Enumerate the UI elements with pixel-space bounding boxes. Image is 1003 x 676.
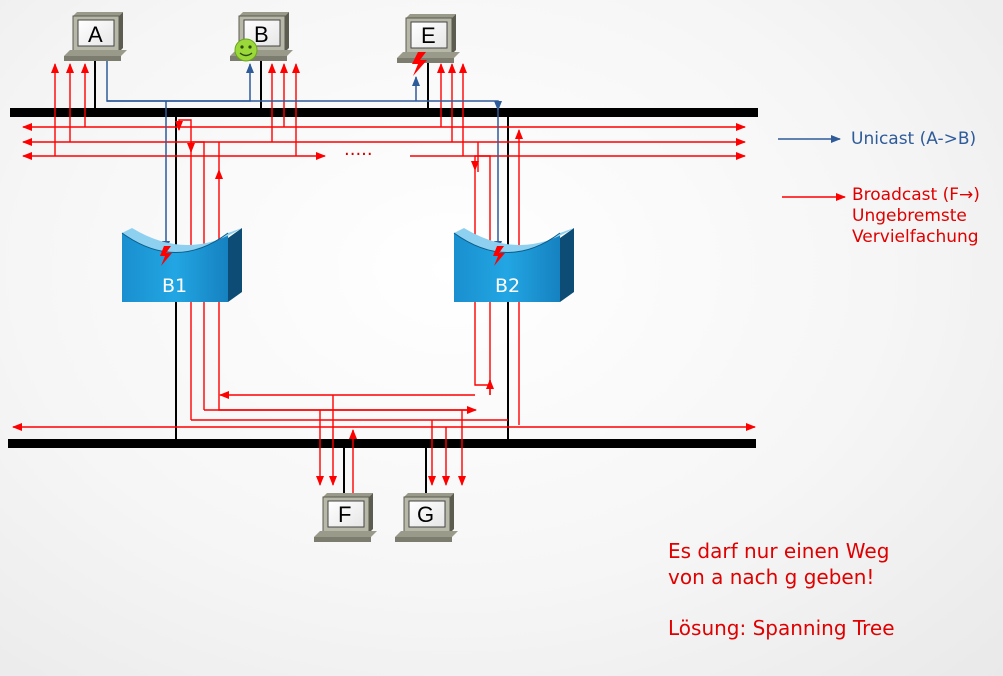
unicast-arrows	[106, 60, 502, 251]
lightning-icon	[412, 52, 427, 76]
computer-icon	[395, 493, 458, 542]
host-label-g: G	[417, 502, 434, 527]
host-a: A	[64, 12, 127, 61]
note-line-1: Es darf nur einen Weg	[668, 539, 890, 563]
bridge-label-b2: B2	[495, 275, 520, 297]
bridge-b1: B1	[121, 228, 242, 302]
ellipsis: ·····	[344, 144, 373, 165]
computer-icon	[314, 493, 377, 542]
smiley-icon	[234, 38, 258, 62]
host-label-e: E	[421, 23, 436, 48]
host-f: F	[314, 493, 377, 542]
lightning-icon	[493, 246, 505, 266]
legend-broadcast-line-3: Vervielfachung	[852, 227, 979, 247]
lightning-icon	[160, 246, 172, 266]
legend-unicast-label: Unicast (A->B)	[851, 129, 977, 149]
legend-broadcast: Broadcast (F→) Ungebremste Vervielfachun…	[852, 185, 980, 248]
note-solution: Lösung: Spanning Tree	[668, 616, 895, 640]
lower-bus	[8, 439, 756, 448]
legend-unicast: Unicast (A->B)	[851, 129, 976, 150]
host-e: E	[397, 14, 460, 76]
bridge-connections	[175, 115, 509, 442]
host-b: B	[230, 12, 293, 62]
legend-broadcast-label: Broadcast (F→)	[852, 185, 980, 205]
bridge-b2: B2	[453, 228, 574, 302]
host-label-a: A	[88, 22, 103, 47]
host-label-f: F	[338, 502, 351, 527]
legend-broadcast-line-2: Ungebremste	[852, 206, 967, 226]
broadcast-arrows	[12, 63, 756, 495]
upper-bus	[10, 108, 758, 117]
note-line-2: von a nach g geben!	[668, 565, 875, 589]
computer-icon	[64, 12, 127, 61]
bridge-label-b1: B1	[162, 275, 187, 297]
host-label-b: B	[254, 22, 269, 47]
host-g: G	[395, 493, 458, 542]
